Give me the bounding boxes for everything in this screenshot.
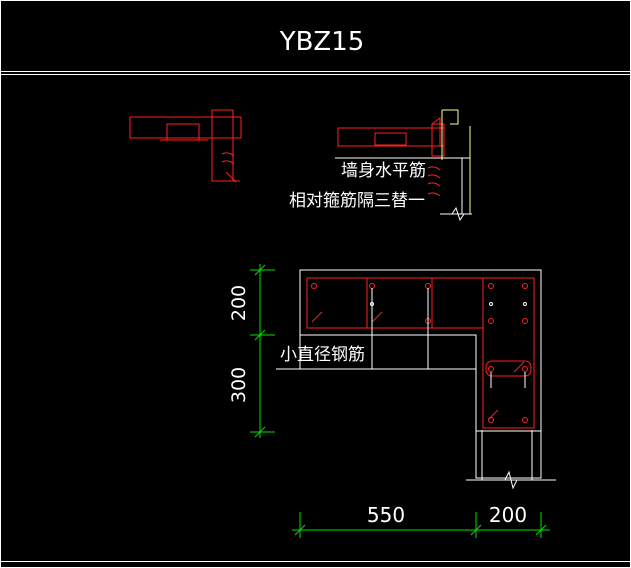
detail-wall-bar-anchorage [335,109,472,222]
detail-stirrup-hook [129,109,242,183]
dimension-left-lower: 300 [228,367,250,403]
drawing-title: YBZ15 [279,27,365,57]
section-concrete-outline [276,269,556,490]
section-rebar-cage [306,277,535,429]
dimension-bottom-left: 550 [367,503,405,527]
label-small-diameter-bar: 小直径钢筋 [280,345,365,365]
dimension-bottom-right: 200 [489,503,527,527]
section-small-bars [370,288,527,388]
dimension-lines [250,264,550,538]
dimension-left-upper: 200 [228,285,250,321]
label-wall-horizontal-bar: 墙身水平筋 [341,161,426,181]
label-stirrup-note: 相对箍筋隔三替一 [289,191,425,211]
